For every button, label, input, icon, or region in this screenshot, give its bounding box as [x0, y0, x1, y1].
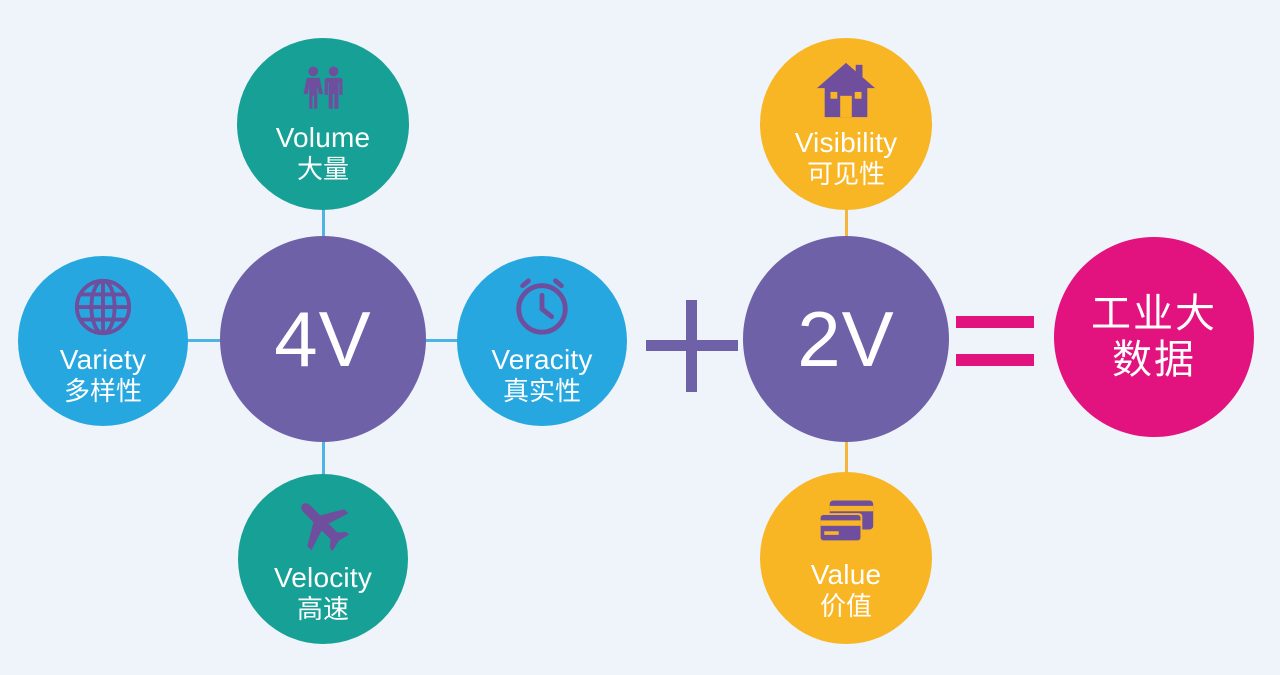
- connector-visibility: [845, 205, 848, 245]
- variety-en-label: Variety: [59, 344, 147, 375]
- equals-icon: [956, 316, 1034, 366]
- connector-veracity: [422, 339, 462, 342]
- velocity-zh-label: 高速: [296, 594, 349, 624]
- node-veracity: Veracity 真实性: [457, 256, 627, 426]
- airplane-icon: [301, 503, 350, 552]
- house-icon: [816, 62, 876, 118]
- veracity-en-label: Veracity: [491, 344, 593, 375]
- connector-velocity: [322, 440, 325, 480]
- value-zh-label: 价值: [819, 591, 872, 621]
- people-icon: [303, 66, 343, 109]
- visibility-en-label: Visibility: [794, 127, 898, 158]
- velocity-en-label: Velocity: [273, 562, 373, 593]
- credit-card-icon: [818, 500, 874, 543]
- result-industrial-big-data: 工业大 数据: [1054, 237, 1254, 437]
- clock-icon: [516, 278, 568, 335]
- result-line2: 数据: [1112, 338, 1196, 382]
- plus-icon: [646, 300, 738, 392]
- connector-value: [845, 440, 848, 480]
- volume-zh-label: 大量: [296, 154, 349, 184]
- node-variety: Variety 多样性: [18, 256, 188, 426]
- hub-2v: 2V: [743, 236, 949, 442]
- variety-zh-label: 多样性: [63, 376, 142, 406]
- connector-variety: [185, 339, 225, 342]
- connector-volume: [322, 205, 325, 245]
- visibility-zh-label: 可见性: [806, 159, 885, 189]
- node-value: Value 价值: [760, 472, 932, 644]
- veracity-zh-label: 真实性: [502, 376, 581, 406]
- globe-icon: [74, 278, 132, 336]
- node-volume: Volume 大量: [237, 38, 409, 210]
- hub-4v-label: 4V: [274, 295, 372, 383]
- value-en-label: Value: [810, 559, 882, 590]
- hub-4v: 4V: [220, 236, 426, 442]
- hub-2v-label: 2V: [797, 295, 895, 383]
- node-velocity: Velocity 高速: [238, 474, 408, 644]
- node-visibility: Visibility 可见性: [760, 38, 932, 210]
- volume-en-label: Volume: [275, 122, 371, 153]
- result-line1: 工业大: [1091, 292, 1217, 336]
